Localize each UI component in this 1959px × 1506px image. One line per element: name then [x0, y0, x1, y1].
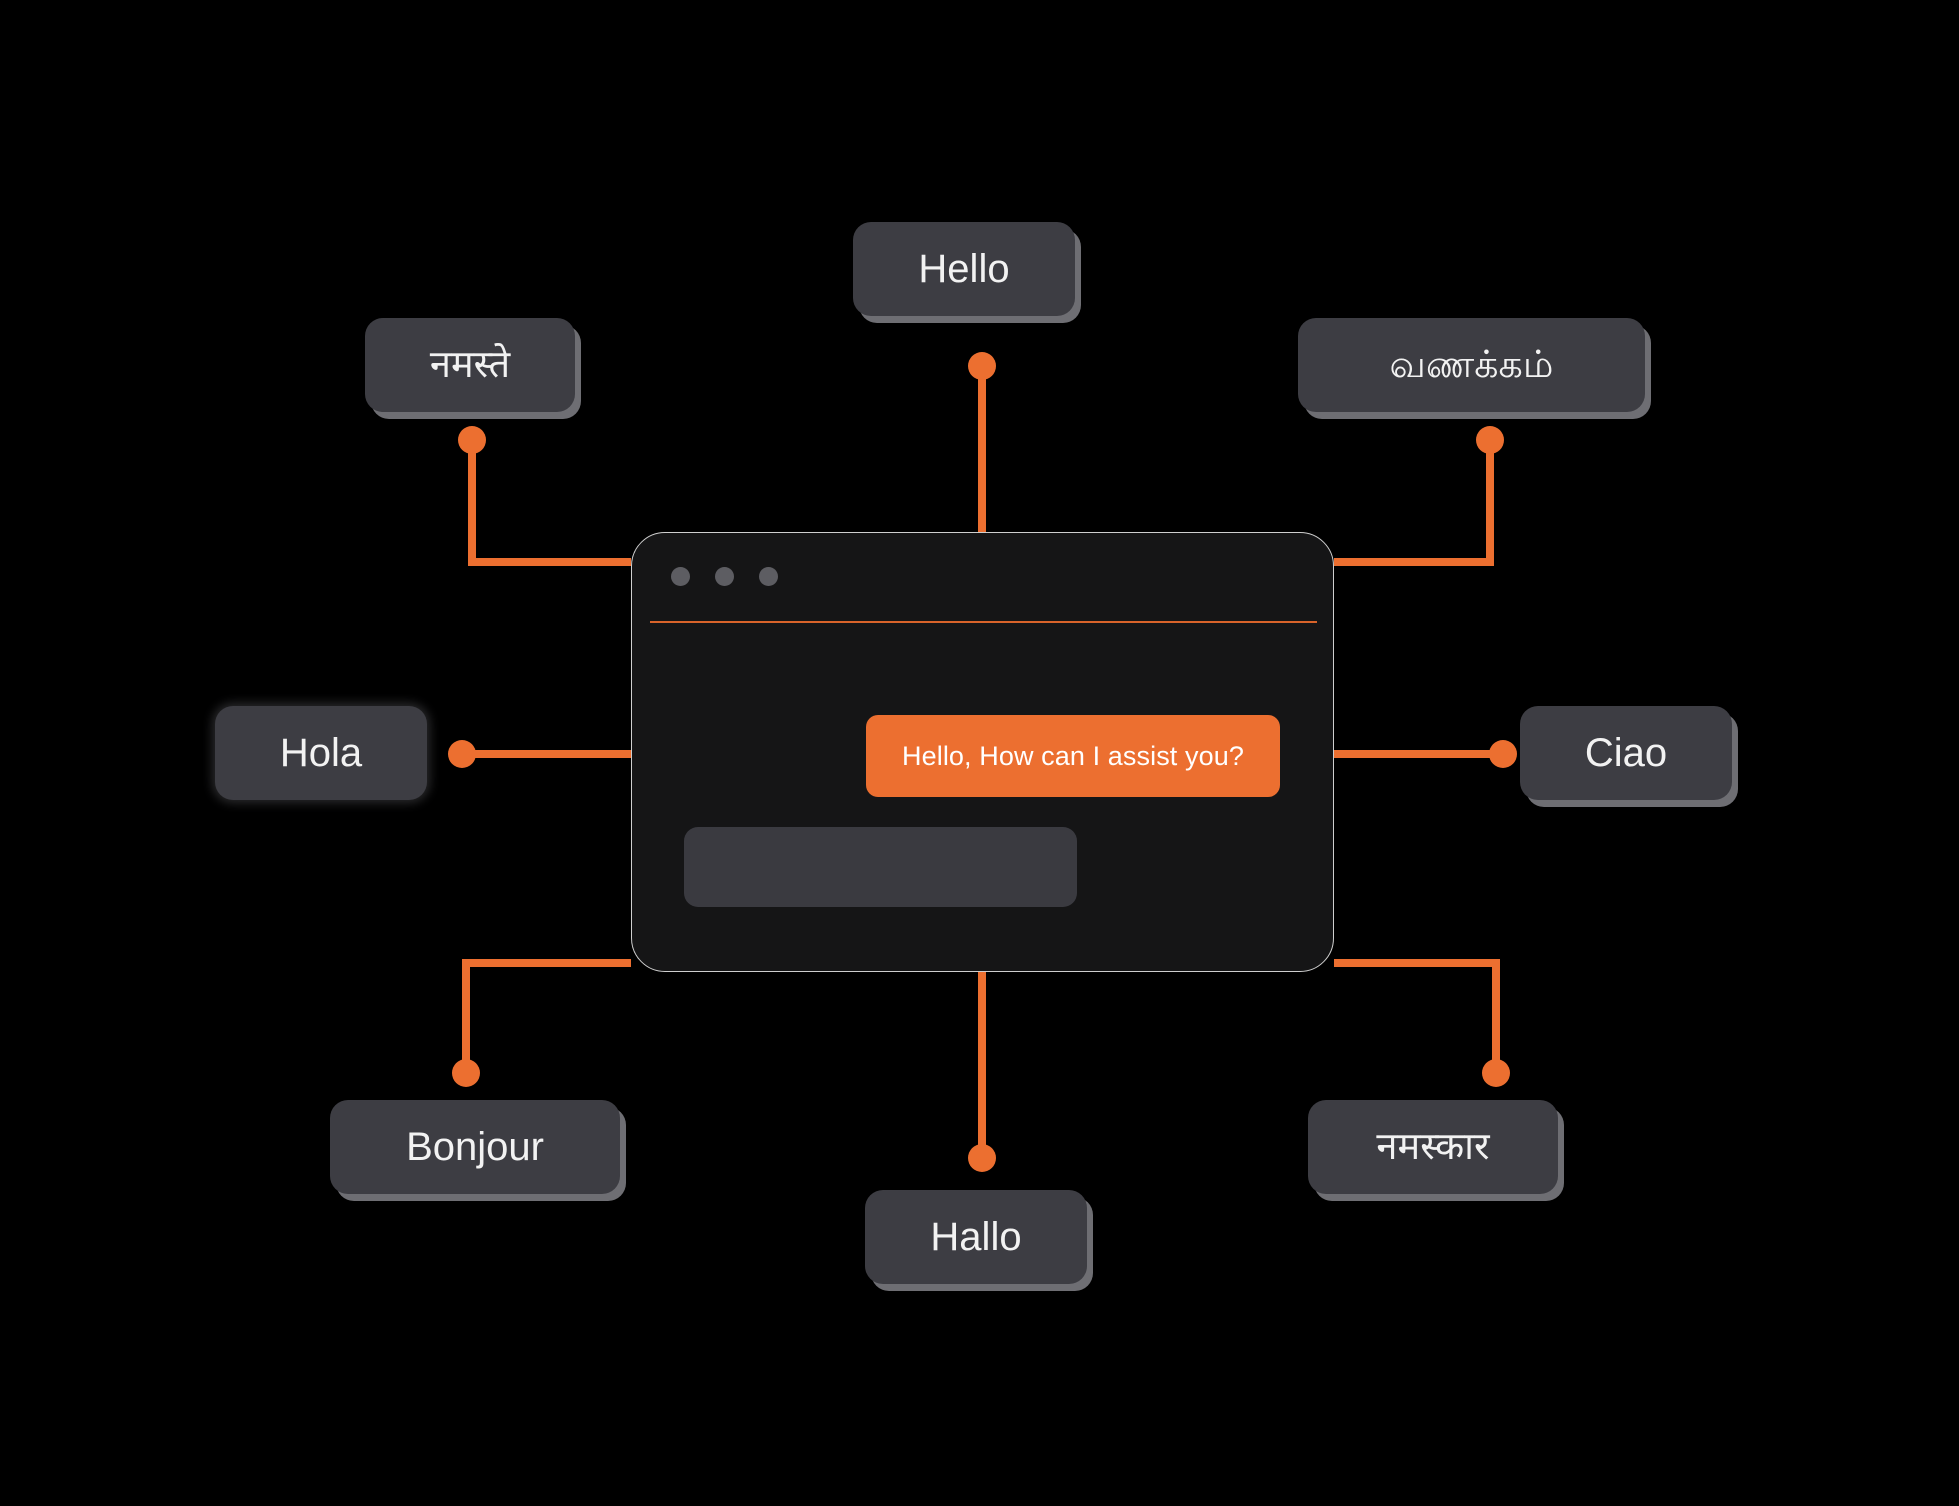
greeting-pill-hola[interactable]: Hola — [215, 706, 427, 800]
connector-vanakkam-line — [1334, 452, 1494, 566]
titlebar-divider — [650, 621, 1317, 623]
greeting-pill-namaste[interactable]: नमस्ते — [365, 318, 575, 412]
window-titlebar — [632, 533, 1333, 621]
connector-bonjour-line — [462, 959, 631, 1070]
connector-namaste-line — [468, 452, 631, 566]
greeting-label-hello: Hello — [918, 247, 1010, 291]
connector-dot-ciao — [1489, 740, 1517, 768]
greeting-label-hallo: Hallo — [930, 1215, 1022, 1259]
assistant-message-text: Hello, How can I assist you? — [902, 740, 1244, 771]
connector-dot-bonjour — [452, 1059, 480, 1087]
message-input-field[interactable] — [684, 827, 1077, 907]
greeting-label-hola: Hola — [279, 731, 363, 775]
window-dot-minimize-icon[interactable] — [715, 567, 734, 586]
connector-dot-namaskar — [1482, 1059, 1510, 1087]
assistant-message-bubble: Hello, How can I assist you? — [866, 715, 1280, 797]
connector-dot-namaste — [458, 426, 486, 454]
greeting-label-namaste: नमस्ते — [429, 344, 511, 386]
connector-dot-hello — [968, 352, 996, 380]
connector-dot-vanakkam — [1476, 426, 1504, 454]
greeting-pill-ciao[interactable]: Ciao — [1520, 706, 1732, 800]
greeting-label-vanakkam: வணக்கம் — [1389, 344, 1554, 386]
window-dot-maximize-icon[interactable] — [759, 567, 778, 586]
greeting-label-bonjour: Bonjour — [406, 1125, 544, 1169]
greeting-label-namaskar: नमस्कार — [1376, 1126, 1490, 1168]
greeting-pill-vanakkam[interactable]: வணக்கம் — [1298, 318, 1645, 412]
greeting-pill-hallo[interactable]: Hallo — [865, 1190, 1087, 1284]
chat-window: Hello, How can I assist you? — [631, 532, 1334, 972]
greeting-label-ciao: Ciao — [1584, 731, 1668, 775]
greeting-pill-namaskar[interactable]: नमस्कार — [1308, 1100, 1558, 1194]
greeting-pill-hello[interactable]: Hello — [853, 222, 1075, 316]
window-dot-close-icon[interactable] — [671, 567, 690, 586]
connector-dot-hola — [448, 740, 476, 768]
connector-namaskar-line — [1334, 959, 1500, 1070]
greeting-pill-bonjour[interactable]: Bonjour — [330, 1100, 620, 1194]
connector-dot-hallo — [968, 1144, 996, 1172]
